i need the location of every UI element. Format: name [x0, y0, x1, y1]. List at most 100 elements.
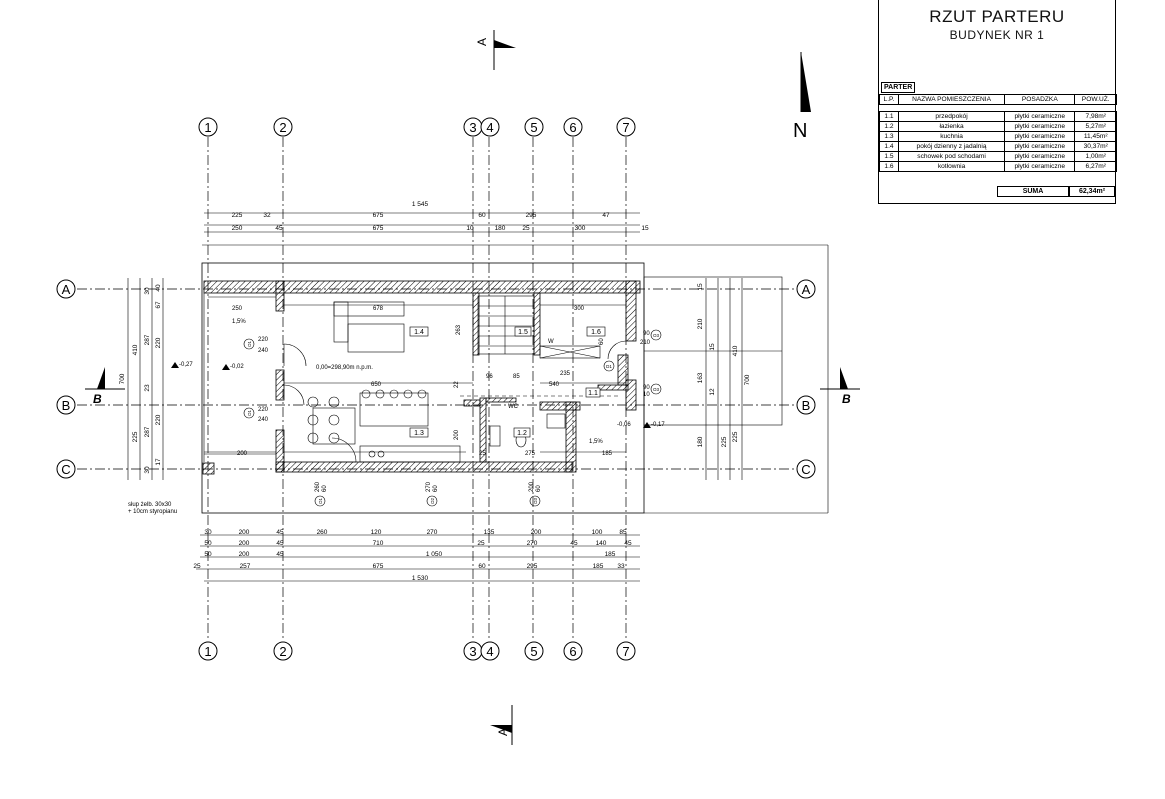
dim-left: 220	[155, 337, 162, 348]
level-label: 0,00=298,90m n.p.m.	[316, 365, 373, 371]
axis-bubble	[56, 279, 76, 299]
axis-bubble	[524, 641, 544, 661]
dim-top: 225	[232, 212, 243, 219]
dim-label: 85	[513, 374, 520, 380]
axis-label-3-bottom: 3	[469, 644, 476, 659]
slope-2: 1,5%	[589, 439, 603, 445]
window-tag-icon	[603, 360, 615, 372]
dim-left: 700	[119, 373, 126, 384]
dim-bottom: 50	[204, 540, 212, 547]
door-label: D1	[606, 364, 612, 369]
level-marker-icon	[171, 362, 179, 368]
cell-name: kotłownia	[897, 161, 1006, 172]
column-note-2: + 10cm styropianu	[128, 509, 177, 515]
dim-bottom: 25	[193, 563, 201, 570]
building-outline	[201, 244, 829, 514]
level-m006: -0,06	[617, 422, 631, 428]
dim-bottom: 60	[478, 563, 486, 570]
level-marker-icon	[643, 422, 651, 428]
dim-right: 210	[697, 318, 704, 329]
axis-label-3-top: 3	[469, 120, 476, 135]
axis-label-c-right: C	[801, 462, 810, 477]
window-tag-icon	[314, 495, 326, 507]
axis-bubble	[56, 395, 76, 415]
level-markers	[171, 362, 651, 428]
dim-bottom: 45	[624, 540, 632, 547]
col-header: L.P.	[879, 94, 899, 105]
cell-area: 5,27m²	[1074, 121, 1117, 132]
dim-bottom: 135	[484, 529, 495, 536]
axis-bubble	[796, 459, 816, 479]
section-arrow-right-icon: B	[820, 367, 860, 406]
dim-bottom: 200	[531, 529, 542, 536]
dim-top: 675	[373, 225, 384, 232]
dim-label: 260	[315, 481, 321, 492]
cell-area: 11,45m²	[1074, 131, 1117, 142]
column-note-1: słup żelb. 30x30	[128, 502, 172, 508]
dimension-text-left: 700 410 225 30 287 23 287 30 40 67 220 2…	[119, 284, 162, 474]
dim-label: 200	[237, 451, 248, 457]
cell-name: przedpokój	[897, 111, 1006, 122]
axis-label-b-right: B	[802, 398, 811, 413]
dim-label: 678	[373, 306, 384, 312]
dim-label: 235	[560, 371, 571, 377]
dim-left: 23	[144, 384, 151, 392]
dim-left: 220	[155, 414, 162, 425]
dim-left: 30	[144, 466, 151, 474]
dim-left: 287	[144, 334, 151, 345]
room-label-1-5: 1.5	[518, 329, 528, 336]
axis-label-6-top: 6	[569, 120, 576, 135]
dim-top: 10	[466, 225, 474, 232]
dim-label: 275	[525, 451, 536, 457]
axis-bubble	[524, 117, 544, 137]
window-label: O2	[430, 498, 435, 505]
dim-bottom: 200	[239, 529, 250, 536]
cell-lp: 1.4	[879, 141, 899, 152]
dim-bottom: 185	[593, 563, 604, 570]
cell-lp: 1.6	[879, 161, 899, 172]
room-label-1-2: 1.2	[517, 430, 527, 437]
level-m027: -0,27	[179, 362, 193, 368]
slope-1: 1,5%	[232, 319, 246, 325]
dim-bottom: 200	[239, 551, 250, 558]
axis-bubble	[198, 117, 218, 137]
axis-bubble	[616, 641, 636, 661]
dim-bottom: 100	[592, 529, 603, 536]
dimension-lines-bottom	[196, 534, 640, 582]
axis-bubbles-side	[56, 279, 816, 479]
dim-bottom: 45	[276, 529, 284, 536]
window-tag-icon	[243, 407, 255, 419]
dim-right: 12	[709, 388, 716, 396]
axis-bubble	[796, 279, 816, 299]
dim-label: 240	[258, 417, 269, 423]
axis-bubble	[273, 641, 293, 661]
table-row: 1.5 schowek pod schodami płytki ceramicz…	[879, 151, 1117, 162]
dimension-lines-left	[127, 278, 164, 480]
section-label-b-left: B	[93, 392, 102, 406]
dim-bottom: 185	[605, 551, 616, 558]
axis-label-b-left: B	[62, 398, 71, 413]
axis-bubble	[480, 117, 500, 137]
dim-label: WC	[508, 404, 519, 410]
level-m017: -0,17	[651, 422, 665, 428]
dim-right: 163	[697, 372, 704, 383]
dim-top: 180	[495, 225, 506, 232]
axis-bubble	[273, 117, 293, 137]
dimension-text-right: 700 410 225 15 210 15 163 12 225 180	[697, 283, 751, 447]
dimension-lines-top	[204, 212, 640, 233]
dim-label: 22	[454, 381, 460, 388]
dim-bottom: 257	[240, 563, 251, 570]
axis-label-5-top: 5	[530, 120, 537, 135]
cell-lp: 1.1	[879, 111, 899, 122]
dim-bottom: 30	[204, 529, 212, 536]
section-label-a-top: A	[475, 38, 489, 46]
dim-right: 700	[744, 374, 751, 385]
cell-lp: 1.2	[879, 121, 899, 132]
cell-floor: płytki ceramiczne	[1004, 121, 1076, 132]
north-arrow-icon: N	[793, 52, 811, 142]
dimension-text-top: 1 545 225 32 675 60 295 47 250 45 675 10…	[232, 201, 649, 232]
axis-label-4-top: 4	[486, 120, 493, 135]
dim-left: 410	[132, 344, 139, 355]
